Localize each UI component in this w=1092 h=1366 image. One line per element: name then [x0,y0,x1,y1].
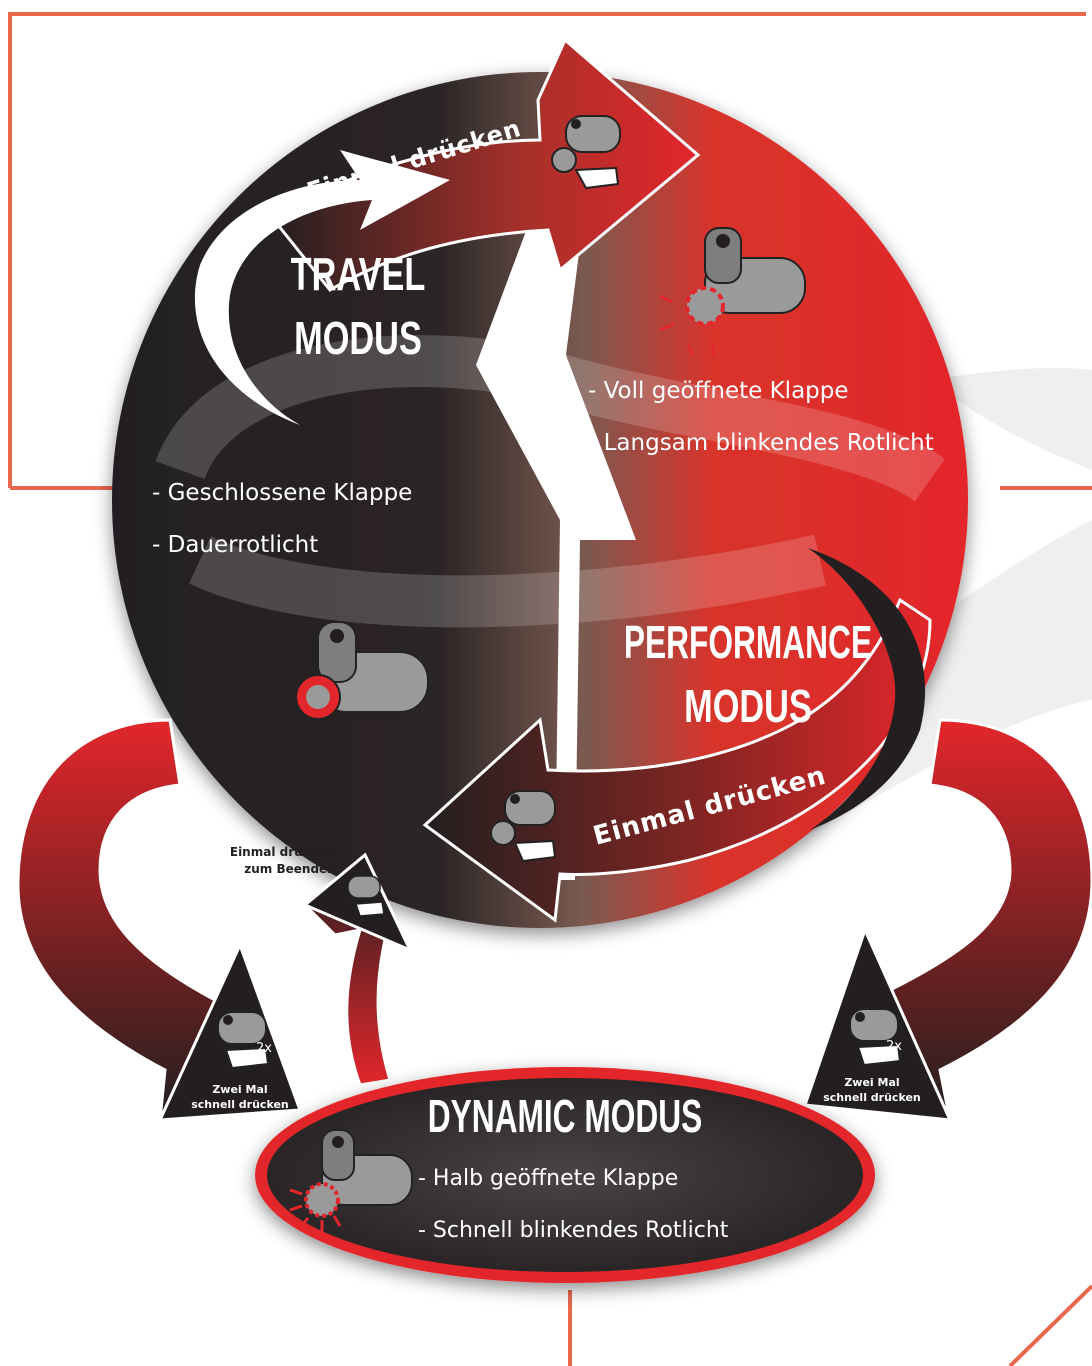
press-hand-icon [551,115,621,190]
travel-title-2: MODUS [294,312,422,364]
frame-lines [8,12,1092,1366]
dynamic-oval [267,1078,863,1272]
performance-title-2: MODUS [684,680,812,732]
press-hand-icon [347,875,385,917]
right-label-2: schnell drücken [823,1091,921,1104]
right-label-1: Zwei Mal [844,1076,899,1089]
performance-title-1: PERFORMANCE [624,617,872,668]
travel-feature-1: - Geschlossene Klappe [152,480,412,506]
press-hand-icon [217,1011,270,1070]
dynamic-title: DYNAMIC MODUS [428,1091,703,1142]
bottom-arrow [422,597,932,923]
travel-feature-2: - Dauerrotlicht [152,532,318,558]
exhaust-valve-icon [304,1129,413,1218]
right-badge: 2x [886,1039,902,1054]
travel-curve-arrow [194,150,450,425]
dynamic-feature-2: - Schnell blinkendes Rotlicht [418,1218,729,1243]
dynamic-feature-1: - Halb geöffnete Klappe [418,1166,678,1191]
performance-curve [808,548,926,830]
red-light-icon [289,1188,342,1232]
exit-label-2: zum Beenden [244,862,335,876]
exit-label-1: Einmal drücken [230,845,334,859]
performance-feature-1: - Voll geöffnete Klappe [588,378,849,404]
press-hand-icon [849,1008,902,1067]
left-badge: 2x [256,1041,272,1056]
left-label-2: schnell drücken [191,1098,289,1111]
left-label-1: Zwei Mal [212,1083,267,1096]
lightning-split [476,30,636,880]
travel-title-1: TRAVEL [291,248,426,300]
performance-feature-2: - Langsam blinkendes Rotlicht [588,430,934,456]
exhaust-valve-icon [685,227,806,326]
press-hand-icon [490,790,557,863]
exhaust-valve-icon [295,621,429,720]
red-light-icon [659,294,716,357]
